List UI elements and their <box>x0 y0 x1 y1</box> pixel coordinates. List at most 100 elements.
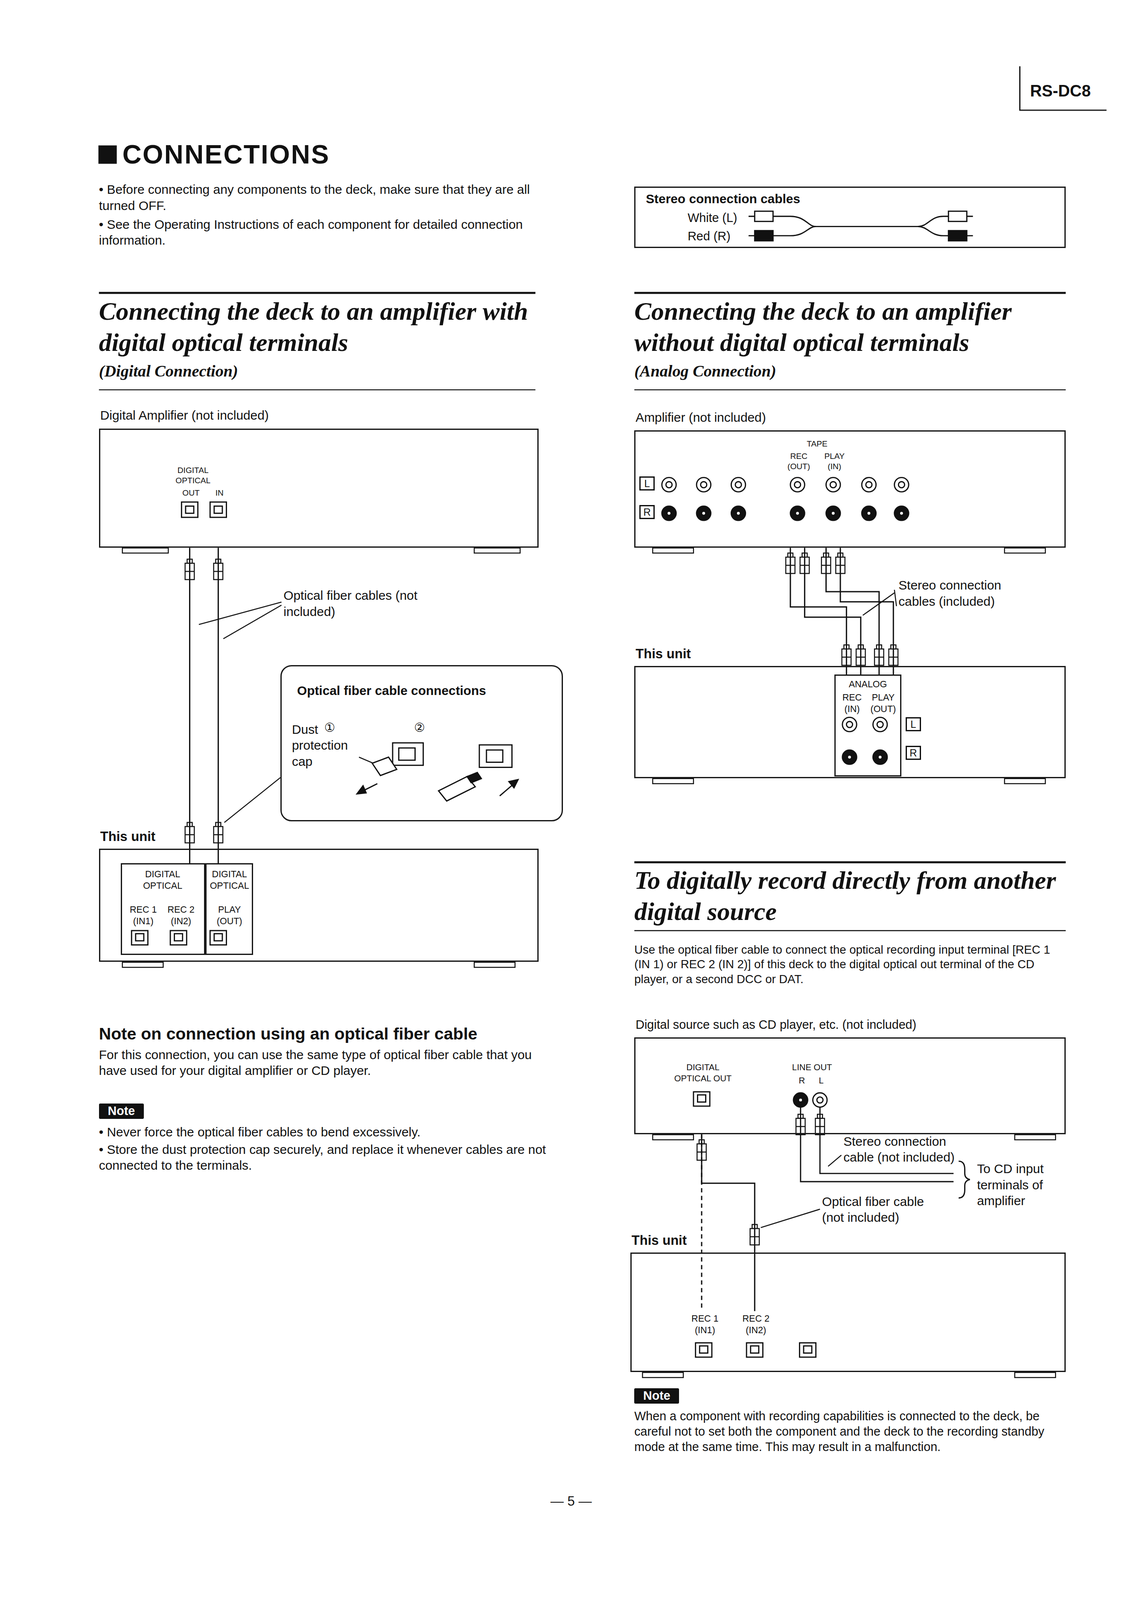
box-text: TAPE <box>799 438 835 449</box>
cable-callout: Stereo connection cable (not included) <box>843 1133 964 1166</box>
optical-terminal <box>750 1345 759 1353</box>
channel-symbol: R <box>905 745 922 760</box>
rca-jack <box>846 721 853 728</box>
box-text: PLAY (OUT) <box>208 903 251 927</box>
rca-jack <box>790 477 805 492</box>
rca-jack <box>816 1096 823 1103</box>
box-text: Red (R) <box>687 228 751 245</box>
box-heading: Digital source such as CD player, etc. (… <box>635 1017 1064 1033</box>
box-text: White (L) <box>687 210 751 226</box>
note-heading: Note on connection using an optical fibe… <box>99 1023 558 1044</box>
instruction-bullet: • Before connecting any components to th… <box>99 181 540 214</box>
note-text: When a component with recording capabili… <box>634 1408 1068 1455</box>
cable-line <box>217 547 219 863</box>
terminal-callout: To CD input terminals of amplifier <box>976 1160 1065 1209</box>
cabinet-feet <box>652 548 694 554</box>
deck-unit: This unitREC 1 (IN1)REC 2 (IN2) <box>630 1252 1066 1372</box>
rca-jack <box>826 506 841 521</box>
page-rules <box>99 389 536 391</box>
cabinet-feet <box>652 1134 694 1140</box>
box-text: ANALOG <box>837 678 898 691</box>
rca-jack <box>661 506 677 521</box>
cable-legend-box: Stereo connection cablesWhite (L)Red (R) <box>634 186 1066 248</box>
stereo-cable-icon <box>948 230 967 241</box>
optical-terminal <box>214 506 223 514</box>
page-rules <box>99 291 536 295</box>
cap-illustration <box>508 779 519 788</box>
box-text: REC 2 (IN2) <box>162 903 200 927</box>
leader-line <box>358 757 374 764</box>
cap-illustration <box>466 772 481 783</box>
cap-illustration <box>356 742 519 801</box>
instruction-text: Use the optical fiber cable to connect t… <box>634 942 1068 987</box>
cap-illustration <box>372 757 397 776</box>
note-bullet: • Store the dust protection cap securely… <box>99 1141 548 1174</box>
section-heading: To digitally record directly from anothe… <box>634 864 1073 927</box>
optical-terminal <box>174 933 183 941</box>
optical-cable <box>218 547 219 863</box>
page-rules <box>634 929 1066 931</box>
rca-jack <box>830 511 836 516</box>
step-number: ① <box>324 719 343 736</box>
rca-jack <box>661 477 909 521</box>
page-rules <box>99 145 117 164</box>
box-text: PLAY (OUT) <box>867 691 899 715</box>
section-subheading: (Digital Connection) <box>99 361 406 382</box>
rca-jack <box>812 1092 827 1107</box>
cabinet-feet <box>642 1372 684 1378</box>
cabinet-feet <box>122 548 169 554</box>
page-number: — 5 — <box>540 1492 602 1510</box>
channel-symbol: L <box>639 476 655 491</box>
optical-cable <box>189 547 190 863</box>
rca-jack <box>899 511 904 516</box>
leader-line <box>827 1154 842 1166</box>
rca-jack <box>872 717 887 732</box>
stereo-cable-icon <box>948 211 967 222</box>
box-text: REC 2 (IN2) <box>737 1312 775 1336</box>
page-rules <box>634 291 1066 295</box>
rca-jack <box>790 506 805 521</box>
box-heading: Digital Amplifier (not included) <box>100 407 427 423</box>
rca-jack <box>842 717 857 732</box>
leader-line <box>760 1209 821 1228</box>
rca-jack <box>701 511 706 516</box>
rca-jack <box>826 477 841 492</box>
cabinet-feet <box>1004 548 1046 554</box>
box-text: DIGITAL OPTICAL <box>208 868 251 892</box>
optical-terminal <box>803 1345 812 1353</box>
box-heading: This unit <box>635 645 728 663</box>
channel-symbol: L <box>905 717 922 732</box>
stereo-cable-icon <box>748 211 974 241</box>
rca-jack <box>795 511 800 516</box>
page-rules <box>634 860 1066 863</box>
optical-terminal <box>181 501 198 518</box>
leader-line <box>224 777 281 823</box>
cable-line <box>701 1133 703 1311</box>
rca-jack <box>861 506 876 521</box>
cabinet-feet <box>1014 1134 1056 1140</box>
optical-terminal <box>209 501 227 518</box>
section-heading: Connecting the deck to an amplifier with… <box>634 295 1073 359</box>
optical-terminal <box>185 506 194 514</box>
box-text: PLAY (IN) <box>817 451 852 472</box>
stereo-cable <box>800 1106 971 1198</box>
optical-terminal <box>209 930 227 945</box>
rca-jack <box>877 721 884 728</box>
page-title: CONNECTIONS <box>122 137 551 172</box>
optical-terminal <box>695 1342 712 1357</box>
rca-jack <box>866 511 872 516</box>
rca-jack <box>872 749 887 764</box>
cap-illustration <box>486 749 503 763</box>
leader-line <box>198 601 282 625</box>
instruction-bullet: • See the Operating Instructions of each… <box>99 216 540 249</box>
stereo-cable-icon <box>754 230 773 241</box>
box-text: LINE OUT <box>786 1061 838 1073</box>
stereo-cable-icon <box>772 216 949 227</box>
cable-line <box>701 1133 755 1311</box>
optical-terminal <box>131 930 148 945</box>
cabinet-feet <box>474 548 521 554</box>
leader-line <box>223 604 282 639</box>
analog-amplifier: Amplifier (not included)TAPEREC (OUT)PLA… <box>634 430 1066 548</box>
optical-terminal <box>799 1342 816 1357</box>
